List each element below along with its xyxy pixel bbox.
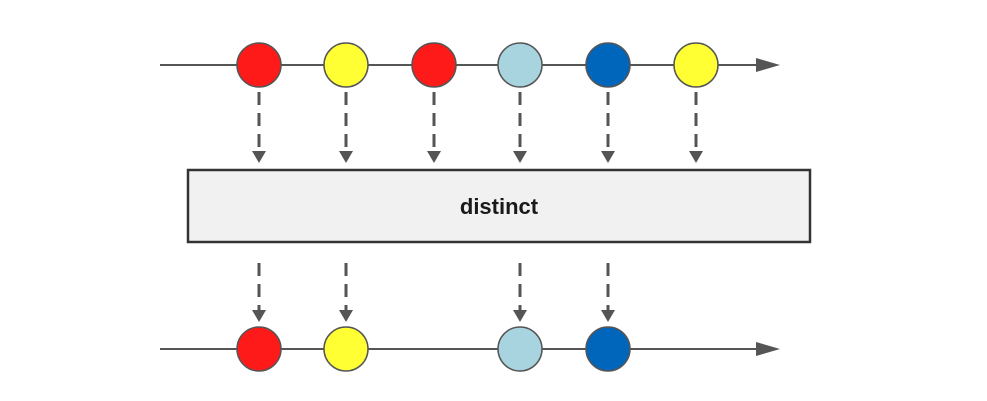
output-marbles [236, 326, 631, 372]
output-timeline-arrowhead [756, 342, 780, 356]
input-dash-arrow-0-head [252, 151, 266, 163]
input-dash-arrows [252, 92, 703, 163]
input-marbles [236, 42, 719, 88]
input-dash-arrow-5-head [689, 151, 703, 163]
input-marble-dark-blue-4 [585, 42, 631, 88]
input-dash-arrow-2-head [427, 151, 441, 163]
operator-box: distinct [186, 168, 812, 244]
output-marble-light-blue-2 [497, 326, 543, 372]
output-marble-red-0 [236, 326, 282, 372]
operator-label: distinct [460, 194, 539, 219]
input-marble-yellow-1 [323, 42, 369, 88]
input-marble-light-blue-3 [497, 42, 543, 88]
input-dash-arrow-1-head [339, 151, 353, 163]
output-marble-yellow-1 [323, 326, 369, 372]
operator-box-rect [186, 168, 812, 244]
input-dash-arrow-4-head [601, 151, 615, 163]
output-dash-arrow-0-head [252, 310, 266, 322]
output-dash-arrows [252, 263, 615, 322]
output-marble-dark-blue-3 [585, 326, 631, 372]
input-marble-red-2 [411, 42, 457, 88]
output-dash-arrow-3-head [601, 310, 615, 322]
output-dash-arrow-2-head [513, 310, 527, 322]
input-dash-arrow-3-head [513, 151, 527, 163]
input-marble-red-0 [236, 42, 282, 88]
input-timeline-arrowhead [756, 58, 780, 72]
output-dash-arrow-1-head [339, 310, 353, 322]
input-marble-yellow-5 [673, 42, 719, 88]
